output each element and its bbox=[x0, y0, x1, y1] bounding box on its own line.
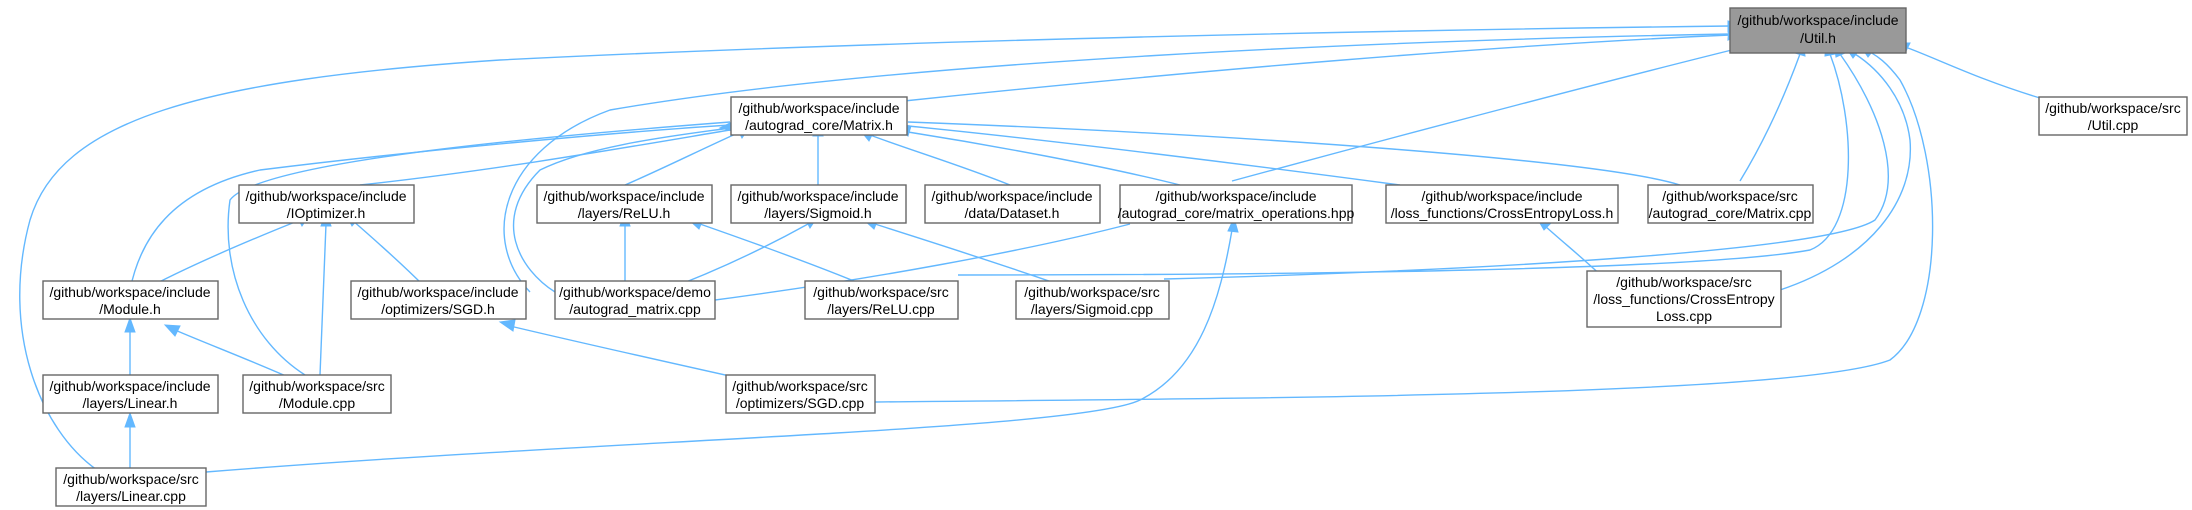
node-matrix-h[interactable]: /github/workspace/include /autograd_core… bbox=[730, 96, 908, 136]
node-sigmoid-cpp-line1: /github/workspace/src bbox=[1024, 284, 1159, 300]
edge-matrix-operations-hpp-to-util-h bbox=[1231, 45, 1749, 182]
node-relu-h-line1: /github/workspace/include bbox=[543, 188, 704, 204]
node-sigmoid-cpp-line2: /layers/Sigmoid.cpp bbox=[1031, 301, 1153, 317]
edge-sgd-h-to-ioptimizer-h bbox=[351, 219, 426, 288]
node-matrix-operations-hpp-line2: /autograd_core/matrix_operations.hpp bbox=[1118, 205, 1355, 221]
arrowhead-linear-h-to-module-h bbox=[124, 316, 136, 333]
arrowhead-linear-cpp-to-linear-h bbox=[124, 411, 136, 428]
node-ioptimizer-h[interactable]: /github/workspace/include /IOptimizer.h bbox=[238, 184, 415, 224]
node-ioptimizer-h-line2: /IOptimizer.h bbox=[287, 205, 366, 221]
node-dataset-h[interactable]: /github/workspace/include /data/Dataset.… bbox=[924, 184, 1101, 224]
node-matrix-cpp[interactable]: /github/workspace/src /autograd_core/Mat… bbox=[1647, 184, 1814, 224]
arrowhead-module-cpp-to-module-h bbox=[163, 324, 181, 337]
node-util-cpp[interactable]: /github/workspace/src /Util.cpp bbox=[2038, 96, 2188, 136]
node-matrix-cpp-line1: /github/workspace/src bbox=[1662, 188, 1797, 204]
node-relu-cpp[interactable]: /github/workspace/src /layers/ReLU.cpp bbox=[804, 280, 959, 320]
arrowhead-to-matrix-operations-hpp bbox=[1227, 216, 1239, 233]
node-crossentropyloss-cpp[interactable]: /github/workspace/src /loss_functions/Cr… bbox=[1586, 270, 1782, 328]
node-util-h-line1: /github/workspace/include bbox=[1737, 12, 1898, 28]
node-relu-h-line2: /layers/ReLU.h bbox=[578, 205, 671, 221]
edge-matrix-cpp-to-matrix-h bbox=[907, 121, 1681, 186]
node-crossentropyloss-h[interactable]: /github/workspace/include /loss_function… bbox=[1385, 184, 1619, 224]
node-module-cpp-line2: /Module.cpp bbox=[279, 395, 355, 411]
edge-matrix-operations-hpp-to-matrix-h bbox=[907, 131, 1181, 186]
node-sgd-cpp-line1: /github/workspace/src bbox=[732, 378, 867, 394]
edge-module-cpp-to-ioptimizer-h bbox=[319, 223, 327, 376]
node-dataset-h-line2: /data/Dataset.h bbox=[965, 205, 1060, 221]
nodes-layer: /github/workspace/include /Util.h /githu… bbox=[42, 7, 2188, 507]
node-util-h-line2: /Util.h bbox=[1800, 30, 1836, 46]
edge-module-cpp-to-module-h bbox=[174, 329, 296, 381]
node-sgd-h-line2: /optimizers/SGD.h bbox=[381, 301, 495, 317]
node-crossentropyloss-cpp-line3: Loss.cpp bbox=[1656, 308, 1712, 324]
edge-ioptimizer-h-to-matrix-h bbox=[359, 129, 731, 186]
node-matrix-h-line2: /autograd_core/Matrix.h bbox=[745, 117, 893, 133]
edge-autograd-matrix-cpp-to-util-h bbox=[503, 33, 1731, 293]
node-relu-cpp-line1: /github/workspace/src bbox=[813, 284, 948, 300]
node-sgd-h[interactable]: /github/workspace/include /optimizers/SG… bbox=[350, 280, 527, 320]
node-relu-h[interactable]: /github/workspace/include /layers/ReLU.h bbox=[536, 184, 713, 224]
node-autograd-matrix-cpp[interactable]: /github/workspace/demo /autograd_matrix.… bbox=[554, 280, 716, 320]
edge-sigmoid-cpp-to-util-h bbox=[1163, 53, 1889, 280]
node-sigmoid-cpp[interactable]: /github/workspace/src /layers/Sigmoid.cp… bbox=[1015, 280, 1170, 320]
edge-crossentropyloss-cpp-to-util-h bbox=[1779, 53, 1912, 291]
edge-relu-h-to-matrix-h bbox=[624, 131, 741, 186]
node-sgd-cpp-line2: /optimizers/SGD.cpp bbox=[736, 395, 865, 411]
node-linear-h-line1: /github/workspace/include bbox=[49, 378, 210, 394]
edge-module-cpp-to-matrix-h bbox=[227, 121, 731, 376]
node-crossentropyloss-h-line1: /github/workspace/include bbox=[1421, 188, 1582, 204]
node-sigmoid-h[interactable]: /github/workspace/include /layers/Sigmoi… bbox=[730, 184, 907, 224]
node-matrix-cpp-line2: /autograd_core/Matrix.cpp bbox=[1649, 205, 1812, 221]
edge-crossentropyloss-h-to-matrix-h bbox=[907, 125, 1401, 186]
node-crossentropyloss-cpp-line1: /github/workspace/src bbox=[1616, 274, 1751, 290]
node-sigmoid-h-line1: /github/workspace/include bbox=[737, 188, 898, 204]
node-sigmoid-h-line2: /layers/Sigmoid.h bbox=[764, 205, 871, 221]
node-sgd-h-line1: /github/workspace/include bbox=[357, 284, 518, 300]
node-crossentropyloss-h-line2: /loss_functions/CrossEntropyLoss.h bbox=[1391, 205, 1614, 221]
node-matrix-operations-hpp[interactable]: /github/workspace/include /autograd_core… bbox=[1118, 184, 1355, 224]
arrowhead-sgd-cpp-to-sgd-h bbox=[498, 319, 516, 332]
node-ioptimizer-h-line1: /github/workspace/include bbox=[245, 188, 406, 204]
edge-autograd-matrix-cpp-to-matrix-h bbox=[512, 127, 731, 293]
node-linear-h[interactable]: /github/workspace/include /layers/Linear… bbox=[42, 374, 219, 414]
edge-matrix-h-to-util-h bbox=[903, 34, 1731, 102]
node-module-h[interactable]: /github/workspace/include /Module.h bbox=[42, 280, 219, 320]
node-module-cpp-line1: /github/workspace/src bbox=[249, 378, 384, 394]
node-matrix-h-line1: /github/workspace/include bbox=[738, 100, 899, 116]
node-module-cpp[interactable]: /github/workspace/src /Module.cpp bbox=[242, 374, 392, 414]
edge-autograd-matrix-cpp-to-matrix-operations-hpp bbox=[699, 223, 1131, 303]
edge-linear-cpp-to-util-h bbox=[19, 25, 1731, 471]
edge-dataset-h-to-matrix-h bbox=[869, 134, 1011, 186]
node-util-cpp-line2: /Util.cpp bbox=[2088, 117, 2139, 133]
edge-util-cpp-to-util-h bbox=[1907, 47, 2041, 99]
node-linear-cpp-line2: /layers/Linear.cpp bbox=[76, 488, 186, 504]
node-util-h[interactable]: /github/workspace/include /Util.h bbox=[1729, 7, 1907, 54]
node-autograd-matrix-cpp-line2: /autograd_matrix.cpp bbox=[569, 301, 701, 317]
node-dataset-h-line1: /github/workspace/include bbox=[931, 188, 1092, 204]
node-relu-cpp-line2: /layers/ReLU.cpp bbox=[827, 301, 935, 317]
edge-matrix-cpp-to-util-h bbox=[1739, 53, 1801, 182]
node-sgd-cpp[interactable]: /github/workspace/src /optimizers/SGD.cp… bbox=[725, 374, 876, 414]
node-module-h-line2: /Module.h bbox=[99, 301, 160, 317]
node-util-cpp-line1: /github/workspace/src bbox=[2045, 100, 2180, 116]
arrowheads-layer bbox=[124, 20, 1911, 428]
node-autograd-matrix-cpp-line1: /github/workspace/demo bbox=[559, 284, 711, 300]
node-module-h-line1: /github/workspace/include bbox=[49, 284, 210, 300]
node-linear-h-line2: /layers/Linear.h bbox=[83, 395, 178, 411]
edge-sgd-cpp-to-util-h bbox=[874, 51, 1934, 403]
node-linear-cpp[interactable]: /github/workspace/src /layers/Linear.cpp bbox=[55, 467, 207, 507]
node-linear-cpp-line1: /github/workspace/src bbox=[63, 471, 198, 487]
edges-layer bbox=[19, 25, 2041, 473]
node-matrix-operations-hpp-line1: /github/workspace/include bbox=[1155, 188, 1316, 204]
edge-linear-cpp-to-matrix-operations-hpp bbox=[205, 229, 1233, 473]
edge-relu-cpp-to-util-h bbox=[957, 53, 1850, 276]
edge-module-h-to-matrix-h bbox=[129, 124, 731, 291]
node-crossentropyloss-cpp-line2: /loss_functions/CrossEntropy bbox=[1593, 291, 1774, 307]
